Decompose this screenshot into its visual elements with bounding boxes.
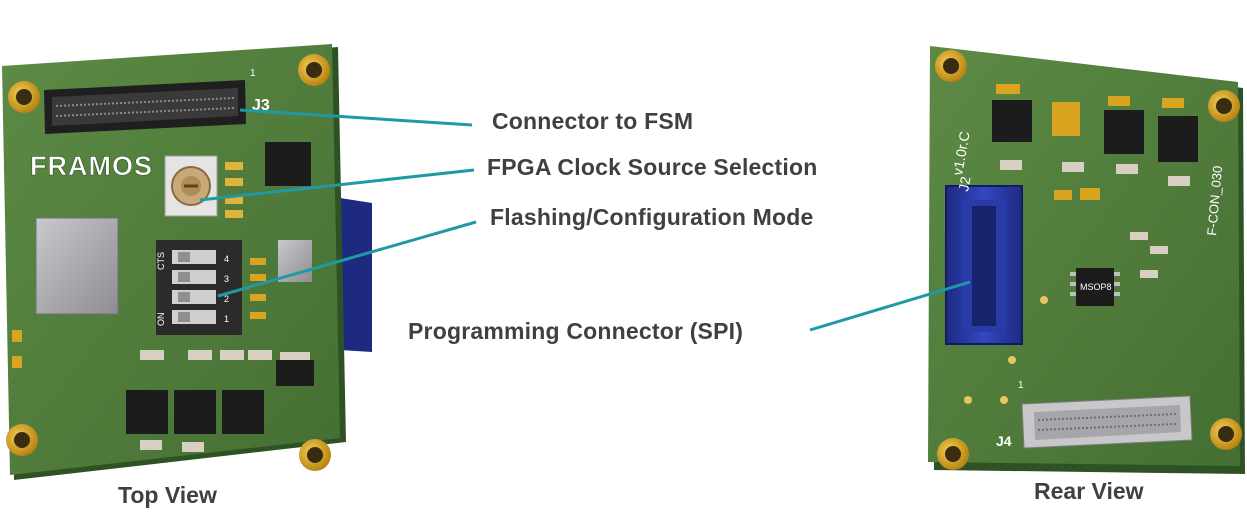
- j2-label: J2: [955, 175, 973, 193]
- rear-view-board: v1.0r.C J2 MSOP8 F-CON_030 J4 1: [928, 46, 1245, 474]
- rear-top-ics: [992, 100, 1198, 162]
- dip-on-label: ON: [156, 313, 166, 327]
- dip-number-2: 2: [224, 294, 229, 304]
- msop8-label: MSOP8: [1080, 282, 1112, 292]
- caption-rear-view: Rear View: [1034, 478, 1144, 504]
- rear-part-label: F-CON_030: [1204, 165, 1225, 236]
- j3-connector: [44, 80, 246, 134]
- top-mounting-holes: [6, 54, 331, 471]
- callout-flashing-mode: Flashing/Configuration Mode: [490, 204, 814, 230]
- dip-number-3: 3: [224, 274, 229, 284]
- dip-number-1: 1: [224, 314, 229, 324]
- rear-capacitors: [1000, 160, 1190, 278]
- caption-top-view: Top View: [118, 482, 217, 508]
- clock-select-switch: [164, 155, 218, 217]
- rear-gold-pads: [964, 84, 1184, 404]
- top-gold-components: [12, 258, 266, 368]
- rear-version-label: v1.0r.C: [949, 130, 972, 176]
- msop8-chip: [1070, 268, 1120, 306]
- top-bottom-ics: [126, 390, 264, 452]
- j4-pin1-label: 1: [1018, 380, 1024, 391]
- framos-logo: FRAMOS: [30, 151, 153, 181]
- callout-connector-fsm: Connector to FSM: [492, 108, 694, 134]
- top-side-connector: [340, 198, 372, 352]
- top-ic-small: [265, 142, 311, 186]
- dip-switch: [156, 240, 242, 335]
- leader-lines: [199, 108, 971, 332]
- rear-mounting-holes: [935, 50, 1242, 470]
- top-grey-component: [278, 240, 312, 282]
- leader-fpga-clock: [199, 168, 475, 202]
- top-view-board: J3 1 FRAMOS: [2, 44, 372, 480]
- j3-pin1-label: 1: [250, 68, 256, 79]
- top-ic-right-lower: [276, 360, 314, 386]
- callout-fpga-clock: FPGA Clock Source Selection: [487, 154, 818, 180]
- switch-pads: [225, 162, 243, 218]
- leader-programming-connector: [809, 280, 971, 332]
- callout-programming-connector: Programming Connector (SPI): [408, 318, 744, 344]
- top-main-chip: [35, 217, 119, 315]
- dip-cts-label: CTS: [156, 252, 166, 270]
- leader-flashing-mode: [217, 220, 477, 298]
- dip-number-4: 4: [224, 254, 229, 264]
- leader-connector-fsm: [239, 108, 473, 127]
- j4-label: J4: [996, 433, 1012, 449]
- j2-spi-connector: [945, 185, 1023, 345]
- j4-connector: [1021, 395, 1193, 449]
